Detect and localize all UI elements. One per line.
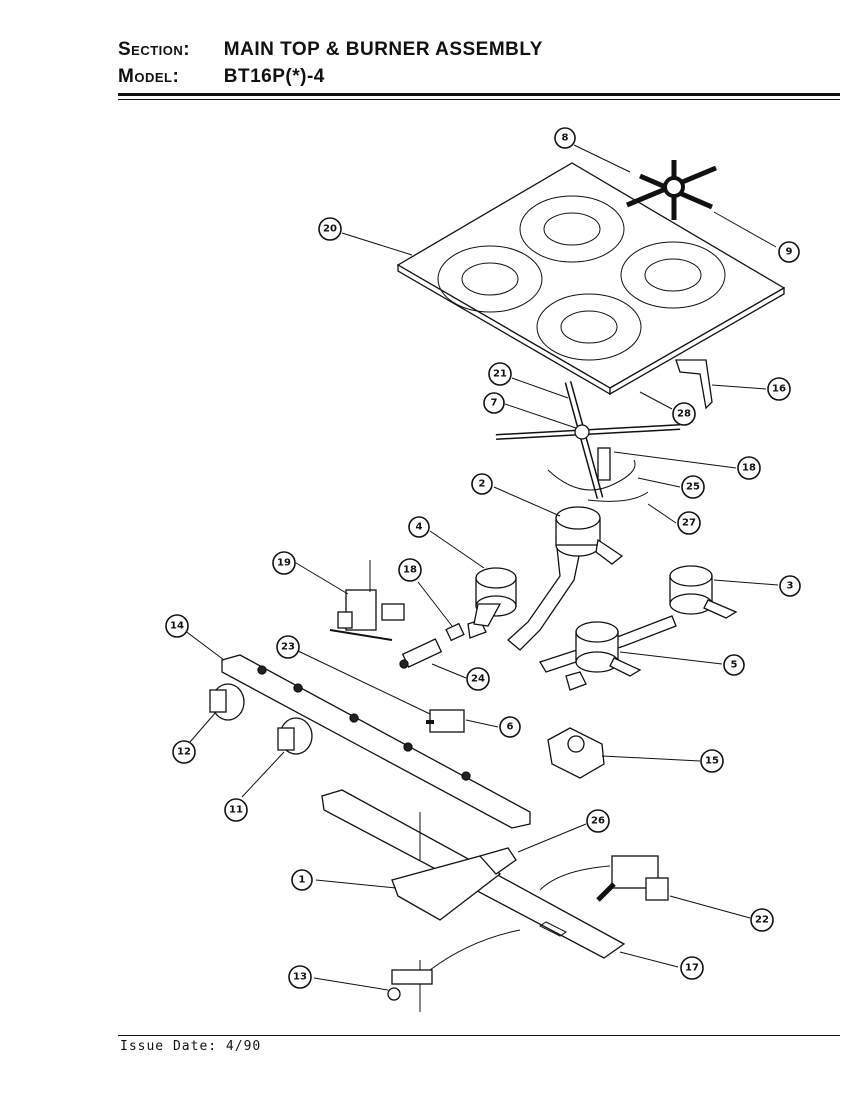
callout-14: 14: [165, 614, 189, 638]
model-number: BT16P(*)-4: [223, 66, 325, 87]
burner-grate: [626, 160, 717, 220]
svg-text:23: 23: [281, 642, 295, 653]
svg-text:26: 26: [591, 816, 605, 827]
svg-text:16: 16: [772, 384, 786, 395]
pressure-regulator: [547, 727, 605, 779]
model-line: Model: BT16P(*)-4: [118, 63, 543, 90]
callout-3: 3: [779, 575, 801, 597]
callout-6: 6: [499, 716, 521, 738]
header-rule-thin: [118, 99, 840, 100]
section-line: Section: MAIN TOP & BURNER ASSEMBLY: [118, 36, 543, 63]
orifice-hood: [399, 622, 465, 669]
svg-text:24: 24: [471, 674, 485, 685]
callout-12: 12: [172, 740, 196, 764]
burner-4: [467, 567, 517, 639]
callout-20: 20: [318, 217, 342, 241]
callout-25: 25: [681, 475, 705, 499]
pilot-bracket: [391, 812, 517, 1012]
callout-2: 2: [471, 473, 493, 495]
footer-rule: [118, 1035, 840, 1036]
svg-text:3: 3: [787, 581, 794, 592]
callout-18-left: 18: [398, 558, 422, 582]
svg-text:20: 20: [323, 224, 337, 235]
callout-leaders: [183, 144, 779, 991]
svg-text:4: 4: [416, 522, 423, 533]
main-top-panel: [396, 162, 786, 396]
svg-text:27: 27: [682, 518, 696, 529]
callout-9: 9: [778, 241, 800, 263]
svg-text:21: 21: [493, 369, 507, 380]
model-label: Model:: [118, 66, 180, 87]
callout-16: 16: [767, 377, 791, 401]
svg-text:25: 25: [686, 482, 700, 493]
svg-text:8: 8: [562, 133, 569, 144]
callout-18-top: 18: [737, 456, 761, 480]
svg-text:15: 15: [705, 756, 719, 767]
callout-21: 21: [488, 362, 512, 386]
callout-11: 11: [224, 798, 248, 822]
svg-text:28: 28: [677, 409, 691, 420]
callout-8: 8: [554, 127, 576, 149]
page-header: Section: MAIN TOP & BURNER ASSEMBLY Mode…: [118, 36, 543, 90]
callout-27: 27: [677, 511, 701, 535]
svg-text:22: 22: [755, 915, 769, 926]
svg-text:12: 12: [177, 747, 191, 758]
burner-5: [565, 621, 642, 691]
knob-12: [209, 683, 245, 721]
callout-22: 22: [750, 908, 774, 932]
flash-tube-assembly: [495, 381, 681, 502]
svg-text:7: 7: [491, 398, 498, 409]
callout-28: 28: [672, 402, 696, 426]
callout-15: 15: [700, 749, 724, 773]
callout-13: 13: [288, 965, 312, 989]
svg-text:11: 11: [229, 805, 243, 816]
issue-date: Issue Date: 4/90: [120, 1039, 262, 1054]
pilot-6: [426, 709, 465, 733]
svg-text:14: 14: [170, 621, 184, 632]
knob-11: [277, 717, 313, 755]
top-bracket: [675, 359, 713, 410]
svg-text:1: 1: [299, 875, 306, 886]
manifold-pipe: [221, 654, 531, 829]
callout-7: 7: [483, 392, 505, 414]
svg-text:17: 17: [685, 963, 699, 974]
callout-23: 23: [276, 635, 300, 659]
callout-4: 4: [408, 516, 430, 538]
svg-text:2: 2: [479, 479, 486, 490]
svg-text:9: 9: [786, 247, 793, 258]
callout-1: 1: [291, 869, 313, 891]
svg-text:19: 19: [277, 558, 291, 569]
burner-2: [507, 506, 624, 651]
svg-text:5: 5: [731, 660, 738, 671]
svg-text:6: 6: [507, 722, 514, 733]
svg-text:18: 18: [403, 565, 417, 576]
callout-24: 24: [466, 667, 490, 691]
svg-text:13: 13: [293, 972, 307, 983]
callout-5: 5: [723, 654, 745, 676]
thermocouple-clip: [387, 929, 521, 1001]
header-rule-thick: [118, 93, 840, 96]
callout-26: 26: [586, 809, 610, 833]
svg-text:18: 18: [742, 463, 756, 474]
valve-22: [539, 855, 669, 902]
section-title: MAIN TOP & BURNER ASSEMBLY: [223, 39, 543, 60]
valve-19: [329, 560, 405, 641]
section-label: Section:: [118, 39, 191, 60]
callout-17: 17: [680, 956, 704, 980]
callout-19: 19: [272, 551, 296, 575]
